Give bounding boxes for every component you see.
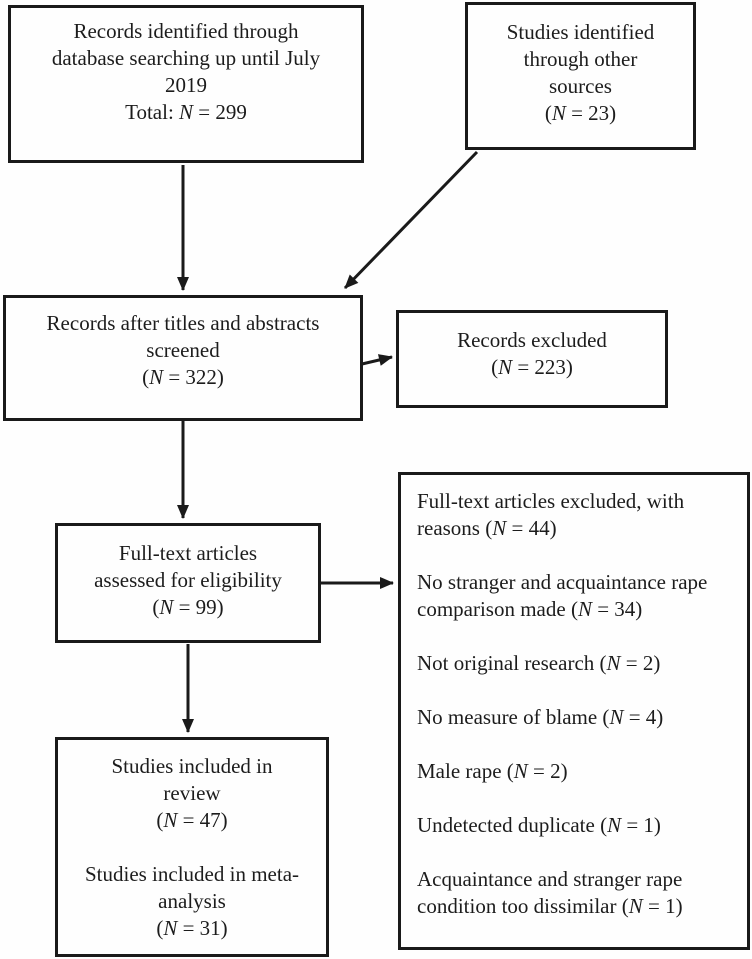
text-part: Studies identified [506, 20, 655, 44]
text-part: = 47) [177, 808, 228, 832]
text-part: = 4) [623, 705, 664, 729]
box-other-sources: Studies identified through other sources… [465, 2, 696, 150]
box-text-line: sources [468, 73, 693, 100]
text-part: Acquaintance and stranger rape condition… [417, 867, 683, 918]
n-variable: N [163, 916, 178, 940]
exclusion-reason-item: Not original research (N = 2) [417, 650, 733, 677]
box-fulltext-assessed: Full-text articles assessed for eligibil… [55, 523, 321, 643]
box-text-line: 2019 [11, 72, 361, 99]
box-count-line: (N = 23) [468, 100, 693, 127]
text-part: = 2) [527, 759, 568, 783]
text-part: Total: [125, 100, 180, 124]
text-part: screened [146, 338, 220, 362]
arrow-other-sources-to-screened [343, 150, 479, 290]
text-part: = 299 [193, 100, 247, 124]
text-part: Full-text articles [118, 541, 258, 565]
text-part: = 322) [163, 365, 224, 389]
text-part: review [163, 781, 221, 805]
box-records-excluded: Records excluded (N = 223) [396, 310, 668, 408]
text-part: Records after titles and abstracts [46, 311, 320, 335]
text-part: database searching up until July [51, 46, 321, 70]
box-text-line: Studies included in meta- [58, 861, 326, 888]
text-part: = 223) [512, 355, 573, 379]
box-text-line: through other [468, 46, 693, 73]
box-count-line: (N = 322) [6, 364, 360, 391]
text-part: = 31) [177, 916, 228, 940]
box-text-line: Records after titles and abstracts [6, 310, 360, 337]
text-part: ( [142, 365, 150, 389]
arrow-screened-to-excluded [361, 354, 393, 366]
n-variable: N [179, 100, 194, 124]
n-variable: N [607, 813, 622, 837]
box-text-line: review [58, 780, 326, 807]
text-part: through other [523, 47, 638, 71]
box-count-line: (N = 223) [399, 354, 665, 381]
box-count-line: (N = 47) [58, 807, 326, 834]
text-part: = 23) [565, 101, 617, 125]
box-count-line: (N = 99) [58, 594, 318, 621]
included-review-group: Studies included in review (N = 47) [58, 753, 326, 834]
box-text-line: Records identified through [11, 18, 361, 45]
text-part: = 44) [506, 516, 557, 540]
n-variable: N [513, 759, 528, 783]
text-part: ( [156, 916, 164, 940]
n-variable: N [159, 595, 174, 619]
text-part: analysis [158, 889, 226, 913]
text-part: = 34) [591, 597, 643, 621]
box-text-line: Studies identified [468, 19, 693, 46]
text-part: = 2) [620, 651, 661, 675]
exclusion-reason-item: Full-text articles excluded, with reason… [417, 488, 733, 542]
text-part: 2019 [165, 73, 207, 97]
box-records-identified: Records identified through database sear… [8, 5, 364, 163]
text-part: Not original research ( [417, 651, 607, 675]
box-text-line: screened [6, 337, 360, 364]
box-text-line: Full-text articles [58, 540, 318, 567]
text-part: ( [152, 595, 160, 619]
text-part: = 1) [642, 894, 683, 918]
n-variable: N [606, 651, 621, 675]
box-total-line: Total: N = 299 [11, 99, 361, 126]
box-count-line: (N = 31) [58, 915, 326, 942]
n-variable: N [492, 516, 507, 540]
n-variable: N [551, 101, 566, 125]
text-part: Full-text articles excluded, with reason… [417, 489, 685, 540]
exclusion-reason-item: Acquaintance and stranger rape condition… [417, 866, 733, 920]
box-exclusion-reasons: Full-text articles excluded, with reason… [398, 472, 750, 950]
text-part: ( [491, 355, 499, 379]
text-part: Studies included in [111, 754, 273, 778]
text-part: ( [544, 101, 552, 125]
included-meta-group: Studies included in meta- analysis (N = … [58, 861, 326, 942]
box-text-line: Records excluded [399, 327, 665, 354]
box-studies-included: Studies included in review (N = 47) Stud… [55, 737, 329, 957]
text-part: No stranger and acquaintance rape compar… [417, 570, 708, 621]
text-part: Studies included in meta- [84, 862, 300, 886]
exclusion-reason-item: No measure of blame (N = 4) [417, 704, 733, 731]
text-part: Records excluded [457, 328, 607, 352]
text-part: = 1) [621, 813, 661, 837]
box-text-line: Studies included in [58, 753, 326, 780]
text-part: Undetected duplicate ( [417, 813, 608, 837]
box-screened: Records after titles and abstracts scree… [3, 295, 363, 421]
box-text-line: database searching up until July [11, 45, 361, 72]
n-variable: N [149, 365, 164, 389]
n-variable: N [628, 894, 643, 918]
box-text-line: analysis [58, 888, 326, 915]
n-variable: N [163, 808, 178, 832]
text-part: Records identified through [73, 19, 299, 43]
exclusion-reason-item: Undetected duplicate (N = 1) [417, 812, 733, 839]
box-text-line: assessed for eligibility [58, 567, 318, 594]
text-part: Male rape ( [417, 759, 514, 783]
text-part: No measure of blame ( [417, 705, 610, 729]
n-variable: N [577, 597, 592, 621]
n-variable: N [498, 355, 513, 379]
exclusion-reason-item: Male rape (N = 2) [417, 758, 733, 785]
text-part: ( [156, 808, 164, 832]
n-variable: N [609, 705, 624, 729]
text-part: assessed for eligibility [94, 568, 282, 592]
text-part: = 99) [173, 595, 224, 619]
text-part: sources [549, 74, 612, 98]
exclusion-reason-item: No stranger and acquaintance rape compar… [417, 569, 733, 623]
